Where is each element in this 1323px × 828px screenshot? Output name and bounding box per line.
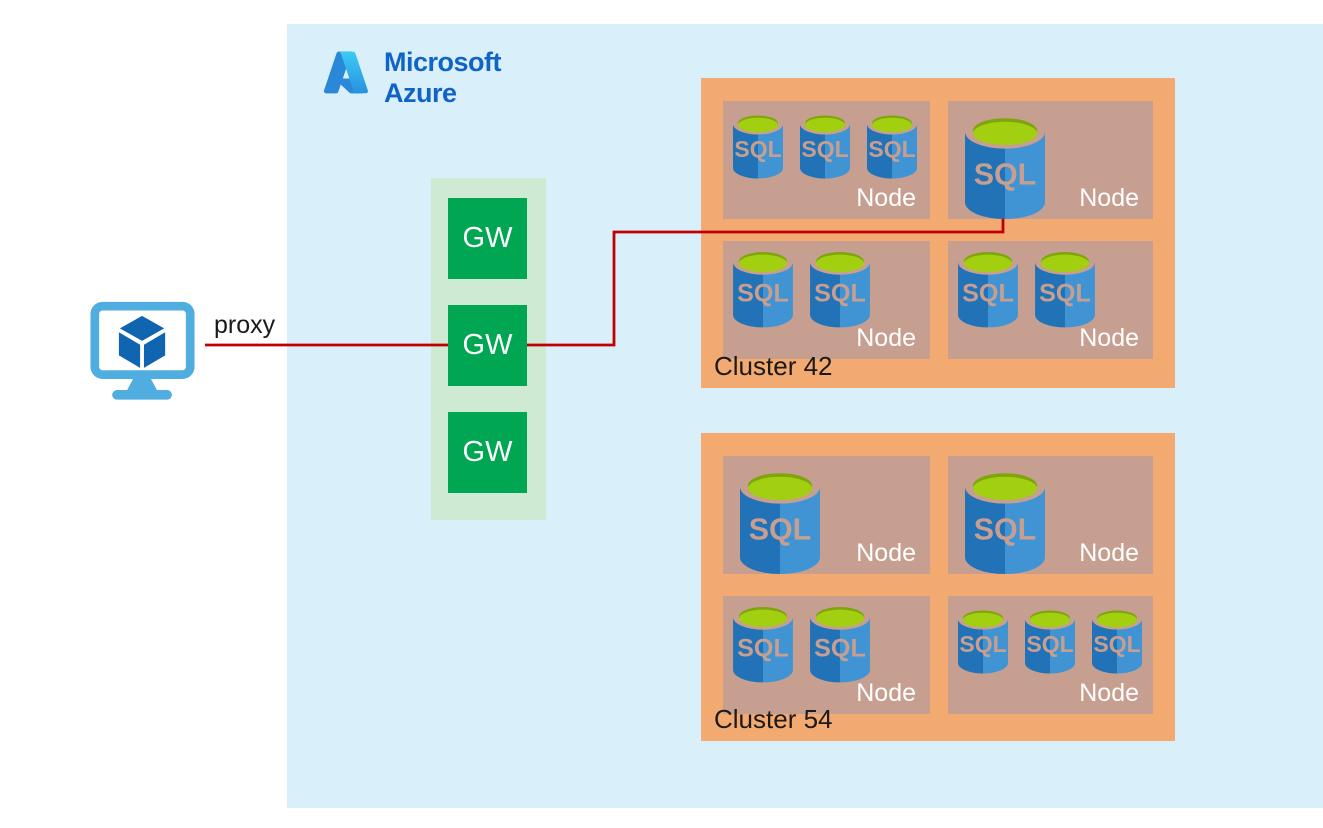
sql-database-icon: SQL (800, 113, 850, 179)
gateway-label: GW (462, 222, 513, 254)
cluster-label: Cluster 42 (714, 351, 833, 381)
sql-cylinder-icon: SQL (733, 604, 793, 683)
sql-database-icon: SQL (958, 249, 1018, 328)
gateway-box-3: GW (448, 412, 527, 493)
gateway-box-1: GW (448, 198, 527, 279)
sql-database-icon: SQL (958, 608, 1008, 674)
monitor-stand-base (112, 390, 172, 400)
node-label: Node (856, 539, 916, 567)
sql-database-icon: SQL (1035, 249, 1095, 328)
sql-cylinder-icon: SQL (740, 470, 820, 574)
gateway-label: GW (462, 436, 513, 468)
sql-cylinder-icon: SQL (800, 113, 850, 179)
sql-cylinder-icon: SQL (733, 113, 783, 179)
node-label: Node (1079, 539, 1139, 567)
sql-database-icon: SQL (1025, 608, 1075, 674)
node-box: SQL SQL Node (948, 241, 1153, 359)
sql-label: SQL (1093, 631, 1140, 657)
logo-line1: Microsoft (384, 47, 502, 77)
sql-database-icon: SQL (867, 113, 917, 179)
node-label: Node (856, 184, 916, 212)
sql-cylinder-icon: SQL (958, 249, 1018, 328)
node-label: Node (856, 679, 916, 707)
sql-cylinder-icon: SQL (958, 608, 1008, 674)
sql-label: SQL (962, 280, 1014, 308)
node-label: Node (1079, 679, 1139, 707)
node-box: SQL SQL Node (723, 241, 930, 359)
sql-database-icon: SQL (810, 604, 870, 683)
gateway-stack: GW GW GW (431, 178, 546, 520)
cube-icon (118, 315, 166, 368)
sql-label: SQL (1039, 280, 1091, 308)
sql-label: SQL (974, 513, 1036, 547)
sql-label: SQL (734, 136, 781, 162)
proxy-label: proxy (214, 311, 276, 339)
vm-monitor-icon (90, 301, 195, 400)
node-label: Node (1079, 324, 1139, 352)
sql-cylinder-icon: SQL (733, 249, 793, 328)
node-label: Node (856, 324, 916, 352)
sql-cylinder-icon: SQL (1092, 608, 1142, 674)
node-box: SQL Node (948, 101, 1153, 219)
sql-database-icon: SQL (740, 469, 820, 575)
sql-database-icon: SQL (1092, 608, 1142, 674)
sql-cylinder-icon: SQL (1035, 249, 1095, 328)
sql-cylinder-icon: SQL (965, 115, 1045, 219)
node-box: SQL Node (948, 456, 1153, 574)
node-label: Node (1079, 184, 1139, 212)
sql-label: SQL (959, 631, 1006, 657)
sql-label: SQL (814, 635, 866, 663)
monitor-stand-neck (126, 378, 158, 392)
sql-label: SQL (801, 136, 848, 162)
sql-cylinder-icon: SQL (867, 113, 917, 179)
sql-database-icon: SQL (965, 469, 1045, 575)
sql-label: SQL (737, 280, 789, 308)
sql-database-icon: SQL (965, 114, 1045, 220)
gateway-label: GW (462, 329, 513, 361)
cluster-label: Cluster 54 (714, 704, 833, 734)
sql-label: SQL (749, 513, 811, 547)
sql-label: SQL (974, 158, 1036, 192)
sql-cylinder-icon: SQL (810, 249, 870, 328)
azure-logo-icon (324, 51, 368, 94)
sql-cylinder-icon: SQL (1025, 608, 1075, 674)
sql-database-icon: SQL (733, 249, 793, 328)
sql-cylinder-icon: SQL (810, 604, 870, 683)
azure-logo-wordmark: Microsoft Azure (384, 47, 502, 109)
sql-database-icon: SQL (733, 604, 793, 683)
node-box: SQL Node (723, 456, 930, 574)
gateway-box-2: GW (448, 305, 527, 386)
sql-database-icon: SQL (733, 113, 783, 179)
sql-cylinder-icon: SQL (965, 470, 1045, 574)
sql-label: SQL (1026, 631, 1073, 657)
node-box: SQL SQL Node (723, 596, 930, 714)
node-box: SQL SQL SQL Node (723, 101, 930, 219)
sql-label: SQL (868, 136, 915, 162)
sql-database-icon: SQL (810, 249, 870, 328)
sql-label: SQL (814, 280, 866, 308)
logo-line2: Azure (384, 78, 457, 108)
sql-label: SQL (737, 635, 789, 663)
